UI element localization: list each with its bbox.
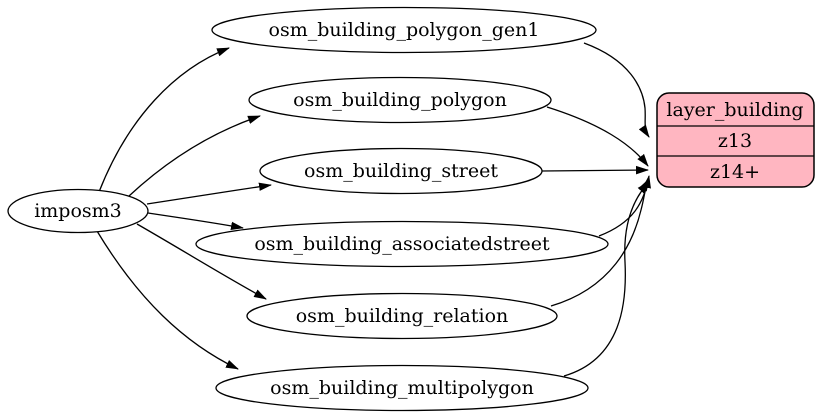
relation-label: osm_building_relation (296, 305, 509, 327)
multipolygon-ellipse (215, 364, 589, 412)
street-label: osm_building_street (304, 160, 498, 182)
street-ellipse (259, 147, 543, 195)
edge-imposm3-to-polygon-gen1 (98, 47, 230, 193)
node-osm-building-associatedstreet: osm_building_associatedstreet (195, 220, 609, 268)
polygon-label: osm_building_polygon (293, 89, 507, 111)
polygon-gen1-label: osm_building_polygon_gen1 (269, 19, 540, 41)
edge-imposm3-to-relation (136, 223, 267, 300)
relation-ellipse (246, 292, 558, 340)
layer-building-title: layer_building (666, 99, 803, 121)
edge-polygon-to-z14 (546, 106, 649, 167)
edge-imposm3-to-multipolygon (96, 230, 239, 370)
associatedstreet-ellipse (195, 220, 609, 268)
edge-multipolygon-to-z14 (563, 181, 650, 377)
edge-imposm3-to-street (146, 182, 272, 205)
node-osm-building-relation: osm_building_relation (246, 292, 558, 340)
associatedstreet-label: osm_building_associatedstreet (254, 233, 550, 255)
edge-street-to-z14 (541, 165, 649, 175)
layer-building-box (656, 92, 815, 188)
node-osm-building-polygon: osm_building_polygon (248, 76, 552, 124)
layer-building-row-z13: z13 (718, 130, 752, 152)
node-osm-building-polygon-gen1: osm_building_polygon_gen1 (211, 6, 597, 54)
layer-building-row-z14: z14+ (710, 161, 760, 183)
node-osm-building-street: osm_building_street (259, 147, 543, 195)
edge-imposm3-to-polygon (128, 115, 261, 197)
imposm3-label: imposm3 (34, 200, 122, 222)
polygon-gen1-ellipse (211, 6, 597, 54)
edge-group (96, 42, 651, 377)
node-osm-building-multipolygon: osm_building_multipolygon (215, 364, 589, 412)
edge-polygon-gen1-to-z13 (583, 42, 650, 138)
edge-imposm3-to-associatedstreet (147, 212, 244, 230)
node-layer-building: layer_building z13 z14+ (656, 92, 815, 188)
imposm3-ellipse (7, 188, 149, 234)
multipolygon-label: osm_building_multipolygon (270, 377, 534, 399)
node-imposm3: imposm3 (7, 188, 149, 234)
polygon-ellipse (248, 76, 552, 124)
